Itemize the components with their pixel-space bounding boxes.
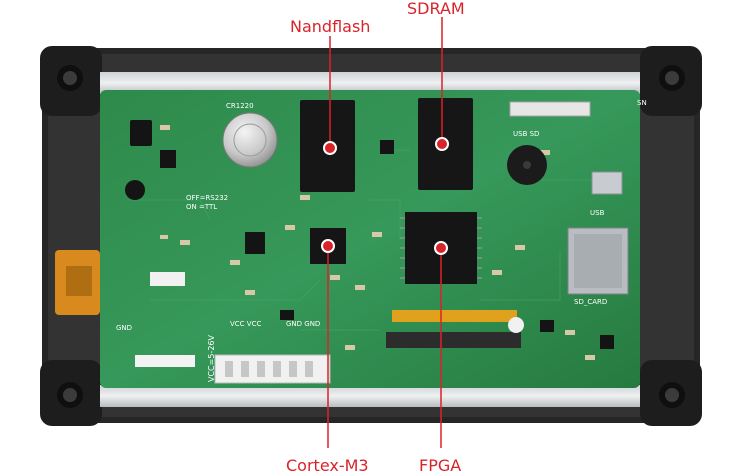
label-fpga: FPGA <box>419 456 462 475</box>
dot-cortex <box>321 239 335 253</box>
fpga-pins <box>400 217 482 279</box>
usb-connector <box>591 171 623 195</box>
header-connector <box>150 272 185 286</box>
coin-battery <box>222 112 278 168</box>
small-ics <box>125 120 614 349</box>
silk-sn: SN <box>637 99 647 107</box>
dot-sdram <box>435 137 449 151</box>
label-sdram: SDRAM <box>407 0 465 18</box>
metal-strip-bottom <box>100 385 640 407</box>
fpc-ribbon <box>392 310 517 322</box>
silk-usb-sd: USB SD <box>513 130 539 138</box>
metal-strip-top <box>100 72 640 94</box>
top-connector <box>509 101 591 117</box>
silk-vcc-vcc: VCC VCC <box>230 320 261 328</box>
pcb-traces <box>130 149 600 331</box>
callout-lines <box>327 17 443 448</box>
pcb-board <box>100 90 640 388</box>
silk-usb: USB <box>590 209 605 217</box>
silkscreen: CR1220 USB SD USB SD_CARD GND SN OFF=RS2… <box>116 99 647 382</box>
silk-gnd: GND <box>116 324 132 332</box>
label-cortex: Cortex-M3 <box>286 456 369 475</box>
label-nandflash: Nandflash <box>290 17 371 36</box>
silk-battery: CR1220 <box>226 102 254 110</box>
callout-dots <box>321 137 449 255</box>
silk-vcc: VCC=5-26V <box>207 334 216 382</box>
silk-gnd-gnd: GND GND <box>286 320 320 328</box>
silk-rs232: OFF=RS232 <box>186 194 228 202</box>
fpc-connector <box>386 332 521 348</box>
silk-sd-card: SD_CARD <box>574 298 607 306</box>
dot-nandflash <box>323 141 337 155</box>
bottom-header <box>135 355 195 367</box>
dot-fpga <box>434 241 448 255</box>
silk-ttl: ON =TTL <box>186 203 217 211</box>
